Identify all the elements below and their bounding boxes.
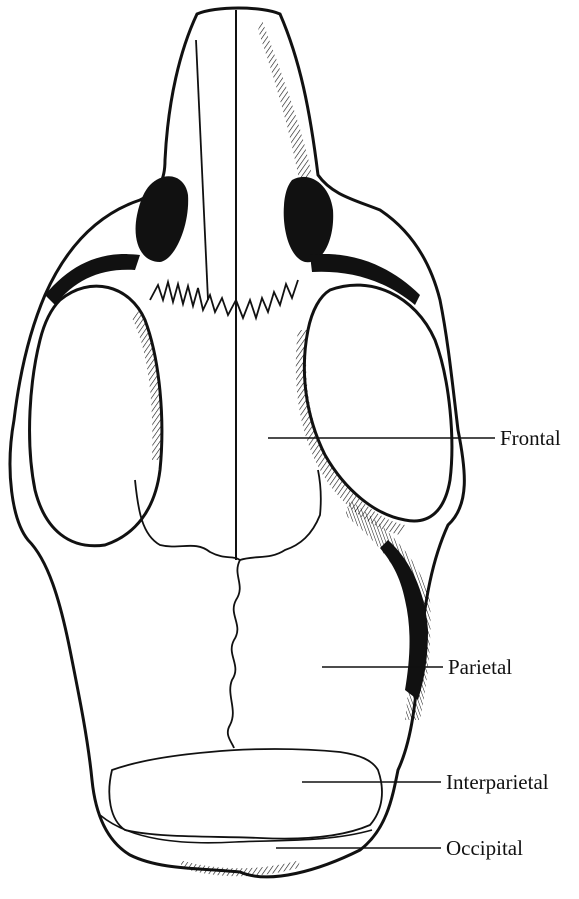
label-parietal: Parietal [448, 657, 512, 678]
label-occipital: Occipital [446, 838, 523, 859]
label-frontal: Frontal [500, 428, 561, 449]
label-interparietal: Interparietal [446, 772, 549, 793]
